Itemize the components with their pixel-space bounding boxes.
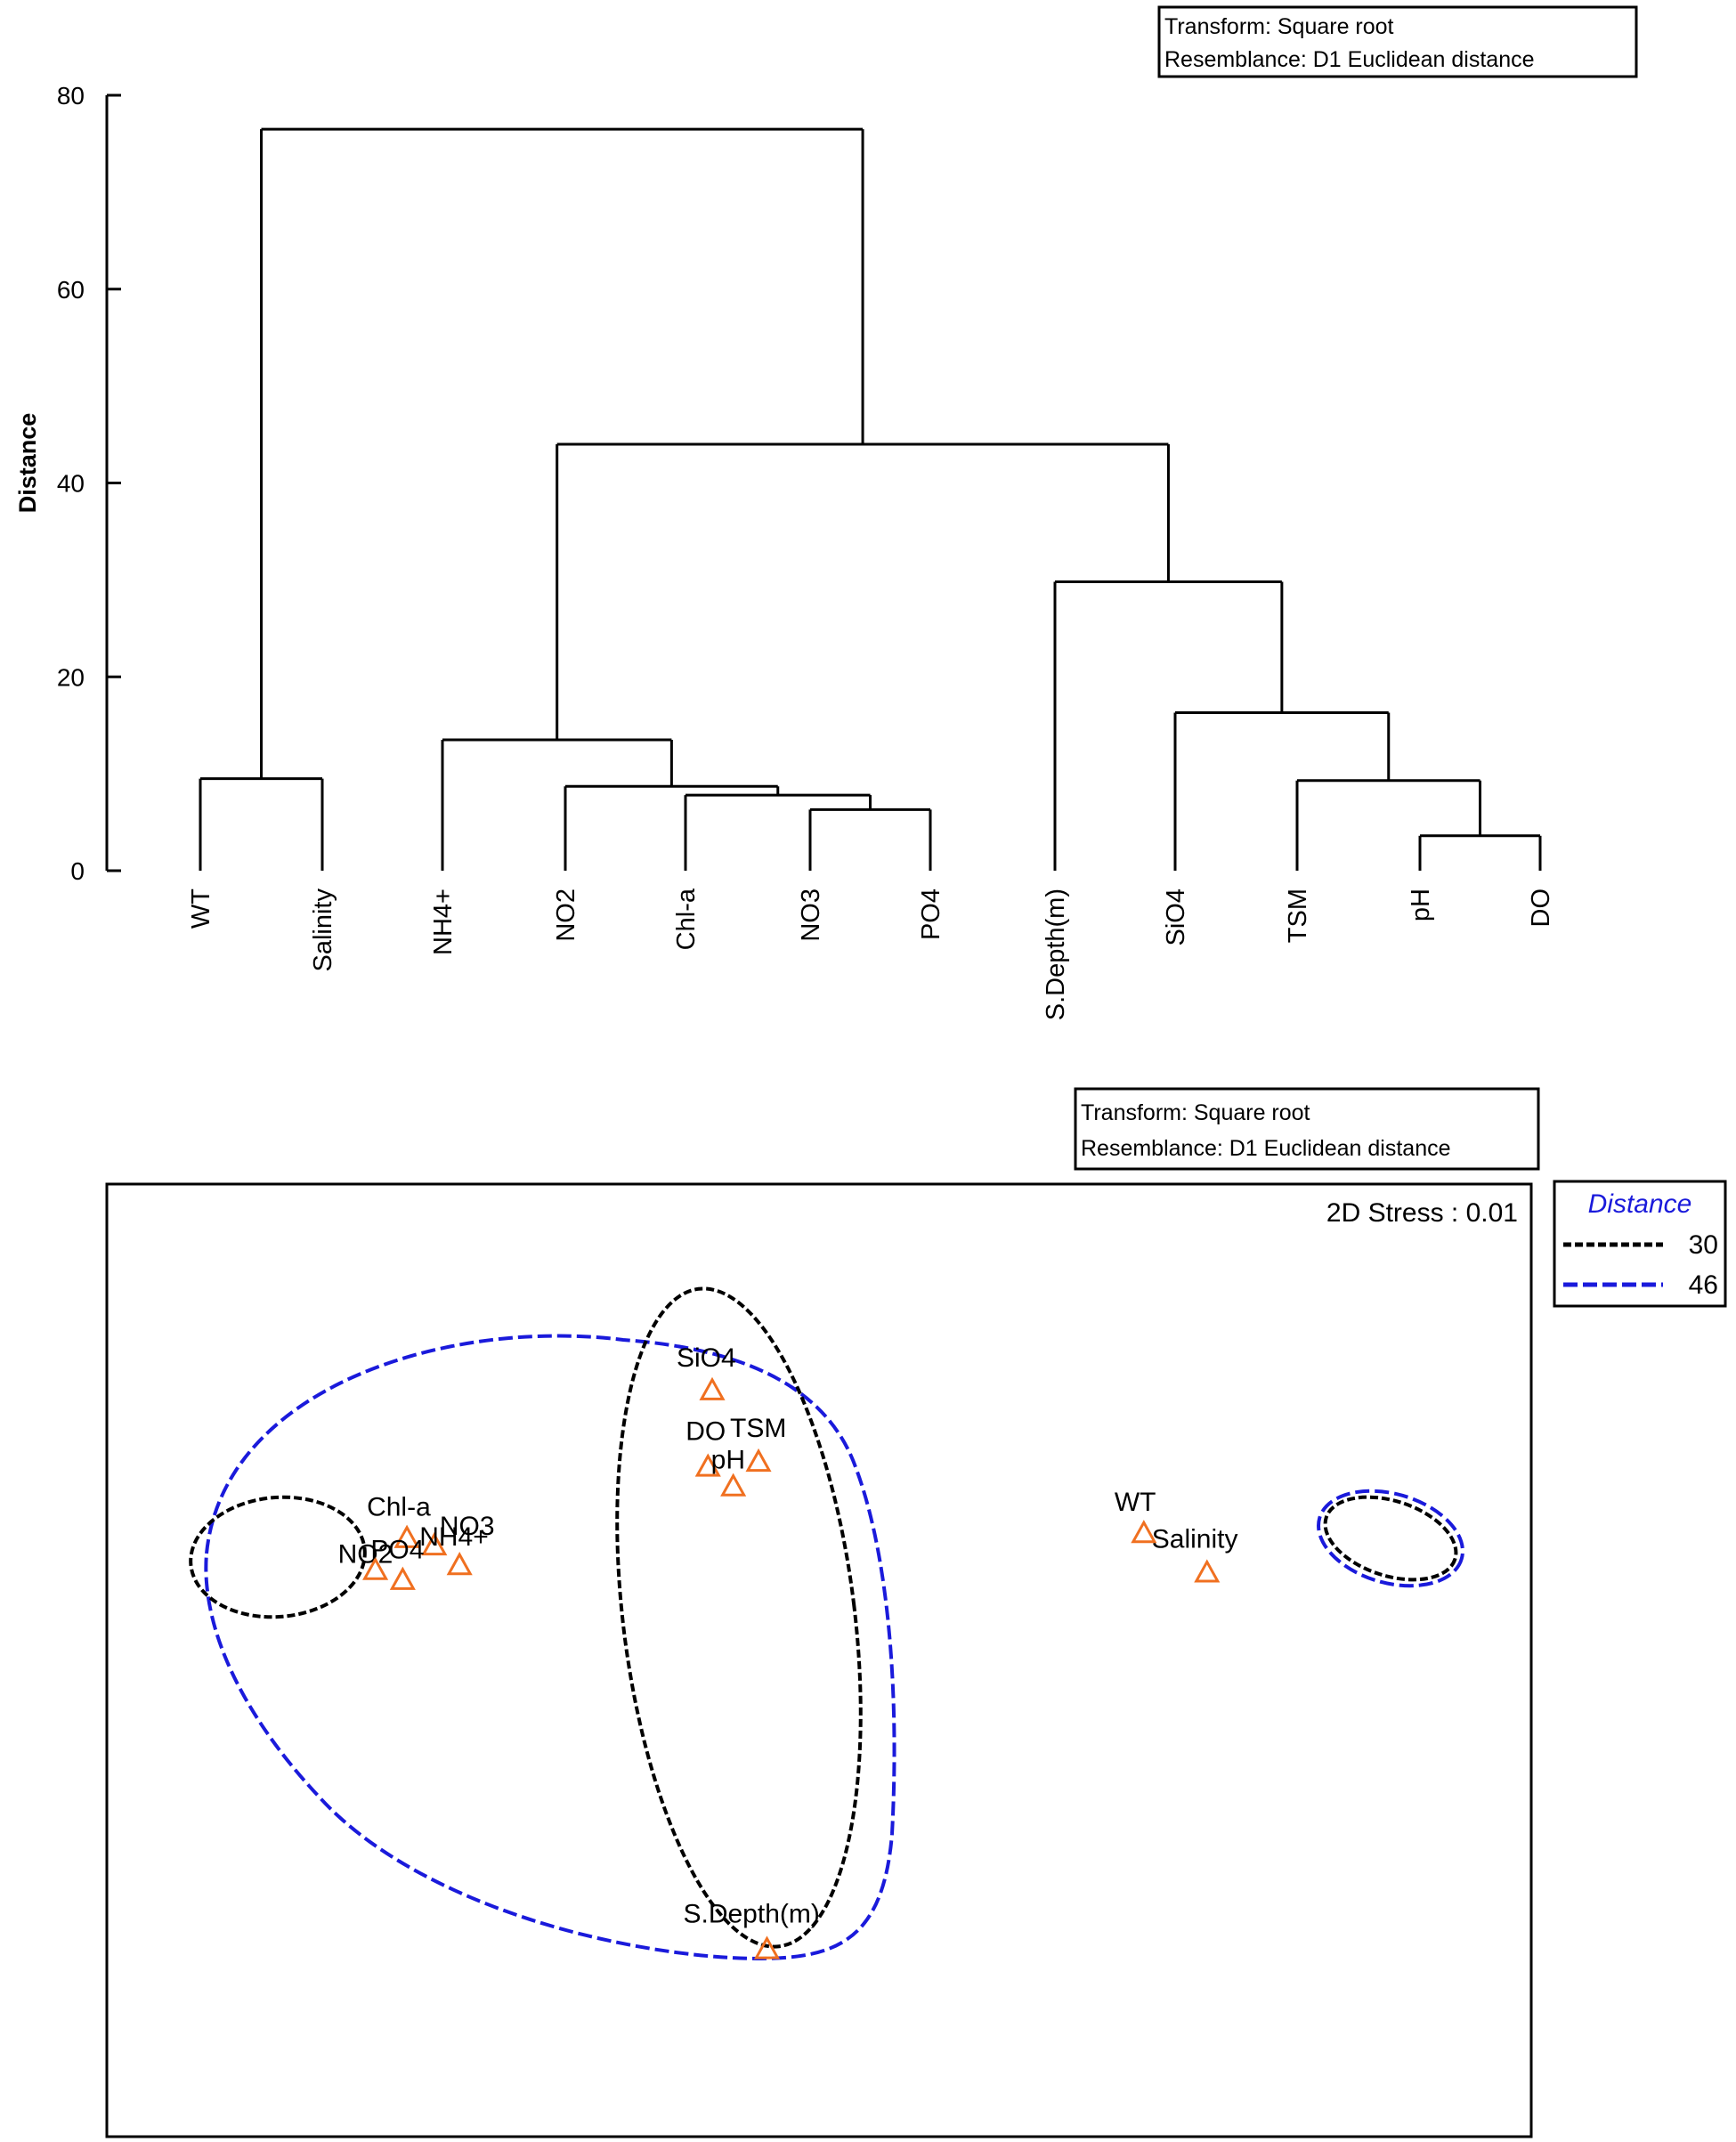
dendro-leaf-label: NO2 [552, 888, 580, 942]
dendro-y-tick-label: 0 [70, 857, 85, 885]
cluster-30-wt-salinity [1323, 1495, 1458, 1582]
mds-point-label: NH4+ [419, 1522, 489, 1552]
cluster-30-nutrients [189, 1495, 367, 1619]
mds-cluster-ellipses [189, 1286, 1464, 1961]
dendro-leaf-labels: WT Salinity NH4+ NO2 Chl-a NO3 PO4 S.Depth(m) Si… [187, 888, 1555, 1020]
dendro-links [199, 127, 1542, 871]
mds-point-label: WT [1115, 1488, 1156, 1517]
dendro-y-axis: 0 20 40 60 80 [57, 82, 121, 885]
dendro-y-tick-label: 20 [57, 663, 85, 691]
dendro-y-axis-label: Distance [14, 413, 41, 514]
legend-label-46: 46 [1689, 1270, 1718, 1300]
dendro-leaf-label: Chl-a [672, 888, 701, 950]
cluster-46-wt-salinity [1317, 1489, 1464, 1588]
mds-point-marker [362, 1556, 389, 1580]
dendro-info-box: Transform: Square root Resemblance: D1 E… [1157, 5, 1638, 78]
cluster-46-main-outline [204, 1334, 896, 1961]
mds-point-marker [720, 1473, 747, 1497]
mds-stress-label: 2D Stress : 0.01 [1326, 1198, 1518, 1228]
dendro-y-tick-label: 40 [57, 470, 85, 498]
dendro-info-line: Transform: Square root [1164, 14, 1394, 39]
mds-point-marker [745, 1448, 772, 1473]
mds-info-line: Transform: Square root [1081, 1100, 1310, 1125]
dendro-leaf-label: NH4+ [429, 888, 458, 955]
mds-point-label: NO3 [440, 1512, 495, 1541]
dendro-leaf-label: Salinity [309, 888, 337, 972]
dendro-y-tick-label: 60 [57, 276, 85, 304]
mds-point-label: DO [685, 1417, 726, 1447]
legend-label-30: 30 [1689, 1230, 1718, 1260]
mds-point-label: PO4 [370, 1536, 424, 1565]
dendro-leaf-label: S.Depth(m) [1042, 888, 1070, 1020]
mds-point-marker [1194, 1559, 1221, 1583]
dendro-leaf-label: DO [1527, 888, 1555, 928]
mds-point-label: pH [711, 1446, 745, 1475]
dendro-leaf-label: TSM [1284, 888, 1312, 943]
mds-point-label: SiO4 [677, 1343, 736, 1373]
dendro-leaf-label: PO4 [917, 888, 945, 940]
dendro-info-line: Resemblance: D1 Euclidean distance [1164, 47, 1535, 72]
mds-point-label: NO2 [338, 1540, 393, 1570]
mds-point-marker [699, 1376, 726, 1400]
dendro-leaf-label: WT [187, 888, 215, 929]
mds-point-label: TSM [730, 1414, 786, 1443]
legend-title: Distance [1588, 1189, 1692, 1219]
mds-point-marker [446, 1552, 473, 1576]
mds-point-marker [1131, 1520, 1157, 1544]
mds-point-label: Chl-a [367, 1493, 431, 1522]
dendro-y-tick-label: 80 [57, 82, 85, 110]
mds-point-marker [753, 1935, 781, 1959]
mds-point-marker [694, 1453, 721, 1477]
mds-plot-frame [105, 1182, 1533, 2138]
mds-point-label: Salinity [1152, 1524, 1238, 1554]
mds-chart: Transform: Square root Resemblance: D1 E… [105, 1087, 1727, 2138]
mds-point-marker [389, 1566, 416, 1590]
mds-info-box: Transform: Square root Resemblance: D1 E… [1074, 1087, 1540, 1171]
dendrogram-chart: Transform: Square root Resemblance: D1 E… [14, 5, 1638, 1020]
mds-info-line: Resemblance: D1 Euclidean distance [1081, 1136, 1451, 1161]
cluster-30-sio4-depth [615, 1286, 863, 1949]
mds-point-marker [393, 1524, 420, 1548]
dendro-leaf-label: pH [1407, 888, 1435, 921]
mds-point-marker [421, 1531, 448, 1556]
mds-point-label: S.Depth(m) [683, 1899, 819, 1928]
dendro-leaf-label: NO3 [797, 888, 825, 942]
mds-legend: Distance 30 46 [1553, 1180, 1727, 1308]
dendro-leaf-label: SiO4 [1162, 888, 1190, 945]
